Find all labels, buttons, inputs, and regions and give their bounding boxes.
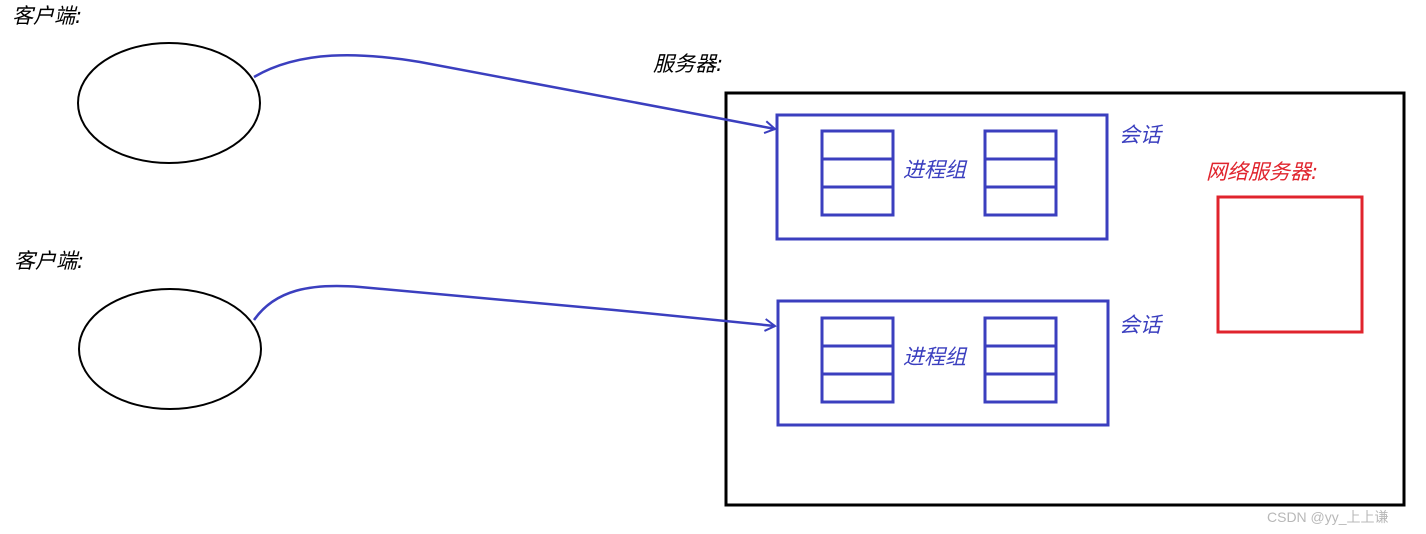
connection-arrow-2 [252,284,777,332]
client-label-2: 客户端: [14,249,85,273]
client-label-1: 客户端: [12,4,83,28]
connection-arrow-1 [253,53,777,134]
client-node-1 [77,42,261,164]
session-box-2 [776,299,1110,427]
watermark: CSDN @yy_上上谦 [1267,509,1389,525]
process-table-2a [820,316,895,404]
network-server-box [1216,195,1364,334]
network-server-label: 网络服务器: [1206,160,1319,184]
process-group-label-2: 进程组 [903,345,966,369]
session-label-2: 会话 [1119,313,1161,337]
server-label: 服务器: [653,52,724,76]
process-group-label-1: 进程组 [903,158,966,182]
client-node-2 [78,288,262,410]
process-table-2b [983,316,1058,404]
process-table-1b [983,129,1058,217]
server-box [724,91,1406,507]
process-table-1a [820,129,895,217]
session-label-1: 会话 [1119,123,1161,147]
session-box-1 [775,113,1109,241]
